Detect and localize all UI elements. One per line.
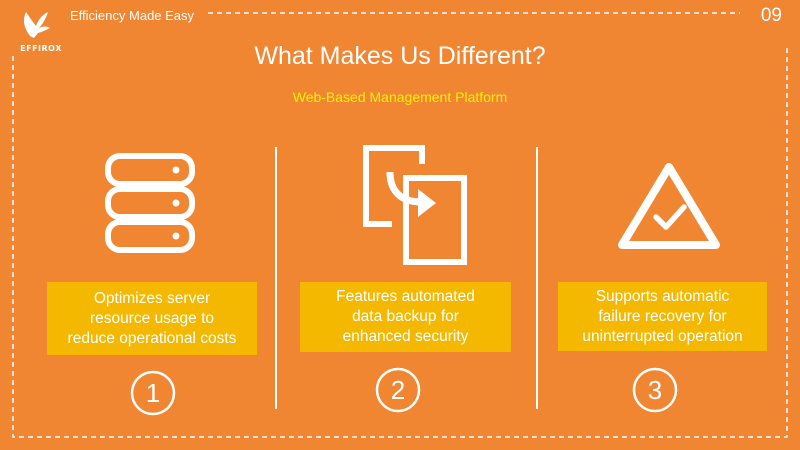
feature-line: resource usage to bbox=[89, 309, 215, 327]
slide-subtitle: Web-Based Management Platform bbox=[292, 89, 508, 105]
step-number-2: 2 bbox=[373, 365, 423, 415]
step-number-label: 2 bbox=[391, 375, 405, 405]
step-number-1: 1 bbox=[128, 368, 178, 418]
dashed-frame bbox=[12, 12, 788, 438]
server-icon bbox=[105, 153, 195, 258]
brand-name: EFFIROX bbox=[20, 44, 62, 53]
feature-box-3: Supports automatic failure recovery for … bbox=[558, 282, 767, 351]
page-number: 09 bbox=[760, 5, 782, 26]
feature-line: uninterrupted operation bbox=[582, 327, 743, 345]
feature-line: failure recovery for bbox=[598, 307, 727, 325]
feature-line: Optimizes server bbox=[93, 289, 211, 307]
column-divider bbox=[536, 147, 538, 409]
feature-line: enhanced security bbox=[342, 328, 469, 345]
feature-box-1: Optimizes server resource usage to reduc… bbox=[47, 282, 257, 355]
column-divider bbox=[275, 147, 277, 409]
step-number-label: 1 bbox=[146, 378, 160, 408]
feature-line: Features automated bbox=[336, 288, 475, 305]
feature-box-2: Features automated data backup for enhan… bbox=[300, 282, 511, 352]
tagline: Efficiency Made Easy bbox=[70, 8, 195, 23]
feature-line: data backup for bbox=[352, 308, 459, 325]
brand-logo: EFFIROX bbox=[6, 6, 68, 53]
feature-line: reduce operational costs bbox=[67, 329, 237, 347]
hummingbird-icon bbox=[23, 12, 50, 38]
step-number-3: 3 bbox=[630, 365, 680, 415]
step-number-label: 3 bbox=[648, 375, 662, 405]
file-transfer-icon bbox=[360, 142, 470, 272]
feature-line: Supports automatic bbox=[595, 287, 730, 305]
slide-title: What Makes Us Different? bbox=[254, 42, 546, 70]
warning-check-icon bbox=[614, 159, 724, 259]
